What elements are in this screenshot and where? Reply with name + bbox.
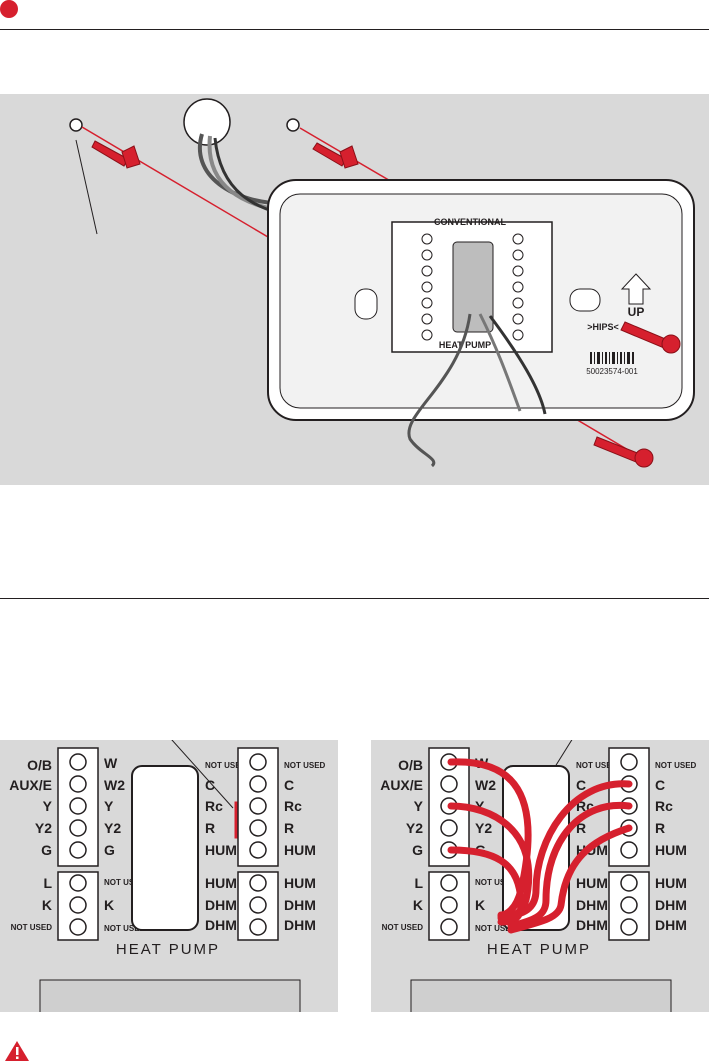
thermostat-base-drawing: CONVENTIONAL HEAT PUMP UP >HIPS< 5002357 <box>69 98 695 468</box>
right-col-3: R <box>655 820 665 836</box>
footer-label: HEAT PUMP <box>116 941 220 958</box>
footer-label: HEAT PUMP <box>487 941 591 958</box>
step-circle-icon <box>0 0 18 18</box>
left-col-4: G <box>41 842 52 858</box>
left-col-4: G <box>412 842 423 858</box>
terminal-diagram-right: O/B AUX/E Y Y2 G L K NOT USED W W2 Y Y2 … <box>380 740 697 1012</box>
left-col-2: Y <box>414 798 424 814</box>
mid-left-3: Y2 <box>475 820 492 836</box>
mid-right-3: R <box>576 820 586 836</box>
mid-left-1: W2 <box>475 777 496 793</box>
section-rule <box>0 598 709 599</box>
mounting-illustration: CONVENTIONAL HEAT PUMP UP >HIPS< 5002357 <box>0 94 709 485</box>
left-col-1: AUX/E <box>9 777 52 793</box>
callout-leader <box>171 740 234 809</box>
wall-anchor-right <box>312 142 359 169</box>
left-col-5: L <box>414 875 423 891</box>
part-number: 50023574-001 <box>586 367 638 376</box>
left-col-6: K <box>42 897 52 913</box>
right-col-2: Rc <box>655 798 673 814</box>
left-col-7: NOT USED <box>382 923 424 932</box>
right-col-5: HUM <box>655 875 687 891</box>
right-col-1: C <box>655 777 665 793</box>
mounting-screw-upper <box>620 321 681 354</box>
mid-left-6: K <box>104 897 114 913</box>
mounting-screw-lower <box>593 436 654 468</box>
mid-right-4: HUM <box>205 842 237 858</box>
wall-anchor-left <box>91 140 141 169</box>
right-col-7: DHM <box>655 917 687 933</box>
right-col-3: R <box>284 820 294 836</box>
warning-triangle-icon <box>5 1041 29 1061</box>
mid-right-2: Rc <box>205 798 223 814</box>
mid-left-3: Y2 <box>104 820 121 836</box>
mid-right-7: DHM <box>576 917 608 933</box>
terminal-diagram-left: O/B AUX/E Y Y2 G L K NOT USED W W2 Y Y2 … <box>9 740 326 1012</box>
mid-right-5: HUM <box>205 875 237 891</box>
left-col-7: NOT USED <box>11 923 53 932</box>
left-col-3: Y2 <box>35 820 52 836</box>
header-rule <box>0 29 709 30</box>
mid-left-7: NOT USED <box>475 924 517 933</box>
thermostat-wires <box>447 758 633 934</box>
right-col-4: HUM <box>655 842 687 858</box>
mid-right-7: DHM <box>205 917 237 933</box>
up-label: UP <box>628 305 645 319</box>
mid-right-0: NOT USED <box>576 761 618 770</box>
right-col-6: DHM <box>284 897 316 913</box>
wall-hole-left <box>69 118 83 132</box>
wall-hole-right <box>286 118 300 132</box>
right-col-0: NOT USED <box>655 761 697 770</box>
left-col-6: K <box>413 897 423 913</box>
right-col-6: DHM <box>655 897 687 913</box>
right-col-0: NOT USED <box>284 761 326 770</box>
right-col-1: C <box>284 777 294 793</box>
mid-right-1: C <box>205 777 215 793</box>
left-col-1: AUX/E <box>380 777 423 793</box>
mid-right-1: C <box>576 777 586 793</box>
wiring-panel-jumper: O/B AUX/E Y Y2 G L K NOT USED W W2 Y Y2 … <box>0 740 338 1012</box>
mid-left-6: K <box>475 897 485 913</box>
base-footer-label: HEAT PUMP <box>439 340 491 350</box>
right-col-4: HUM <box>284 842 316 858</box>
right-col-2: Rc <box>284 798 302 814</box>
mid-left-2: Y <box>104 798 114 814</box>
mid-left-4: G <box>104 842 115 858</box>
wiring-panel-wired: O/B AUX/E Y Y2 G L K NOT USED W W2 Y Y2 … <box>371 740 709 1012</box>
mid-right-0: NOT USED <box>205 761 247 770</box>
mid-right-3: R <box>205 820 215 836</box>
left-col-2: Y <box>43 798 53 814</box>
hips-label: >HIPS< <box>587 322 619 332</box>
right-col-7: DHM <box>284 917 316 933</box>
mid-left-0: W <box>104 755 118 771</box>
left-col-5: L <box>43 875 52 891</box>
right-col-5: HUM <box>284 875 316 891</box>
left-col-0: O/B <box>27 757 52 773</box>
mid-right-5: HUM <box>576 875 608 891</box>
base-banner-label: CONVENTIONAL <box>434 217 507 227</box>
left-col-0: O/B <box>398 757 423 773</box>
mid-left-1: W2 <box>104 777 125 793</box>
left-col-3: Y2 <box>406 820 423 836</box>
callout-leader <box>75 139 98 235</box>
mid-left-5: NOT USED <box>104 878 146 887</box>
mid-left-5: NOT USED <box>475 878 517 887</box>
mid-left-2: Y <box>475 798 485 814</box>
mid-right-6: DHM <box>205 897 237 913</box>
wall-opening <box>183 98 231 146</box>
mid-right-6: DHM <box>576 897 608 913</box>
mid-left-7: NOT USED <box>104 924 146 933</box>
